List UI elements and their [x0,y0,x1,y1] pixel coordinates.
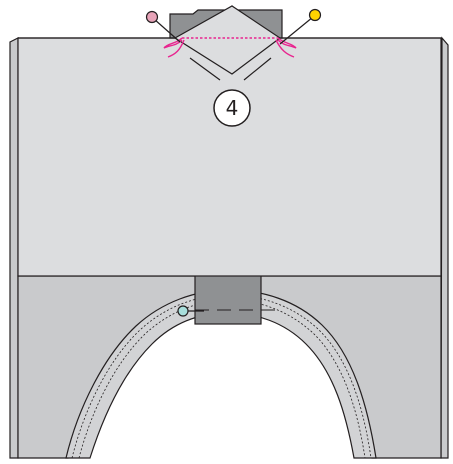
thread-icon [163,37,297,58]
back-panel [9,37,19,459]
callout-leader [189,57,272,81]
pin-icon [177,305,204,317]
back-panel-right-edge [440,36,449,459]
center-tab-bottom [194,271,262,325]
front-panel [17,37,442,277]
stitch-line-outer [71,294,372,459]
step-circle [213,89,251,127]
collar-band [65,289,377,459]
pin-icon [279,8,322,45]
pin-icon [145,10,181,43]
step-number: 4 [226,96,239,120]
